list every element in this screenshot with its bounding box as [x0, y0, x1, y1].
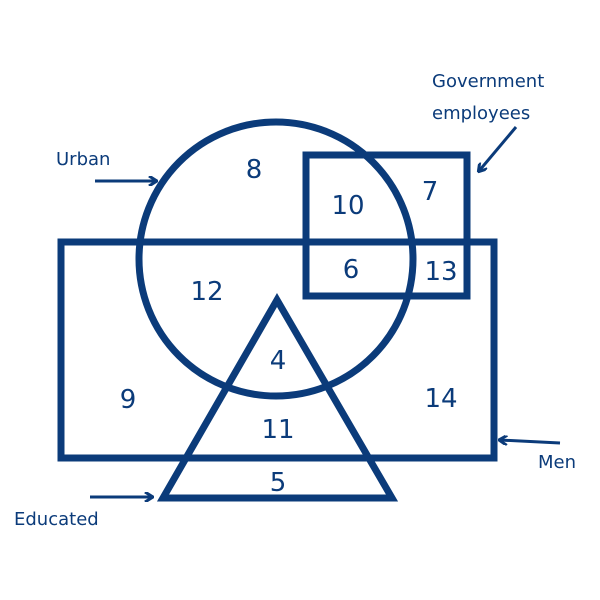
region-urban-only: 8 — [246, 155, 263, 185]
region-urban-men-educated: 4 — [270, 346, 287, 376]
government-label-line1: Government — [432, 71, 544, 92]
men-rectangle — [57, 238, 498, 462]
educated-label: Educated — [14, 509, 99, 530]
region-men-right: 14 — [424, 384, 457, 414]
urban-circle — [135, 118, 417, 400]
educated-triangle — [156, 293, 399, 502]
region-gov-only: 7 — [422, 177, 439, 207]
region-men-educated: 11 — [261, 415, 294, 445]
region-men-only: 9 — [120, 385, 137, 415]
region-educated-only: 5 — [270, 468, 287, 498]
government-rectangle — [302, 151, 471, 300]
urban-label: Urban — [56, 149, 110, 170]
region-urban-men: 12 — [190, 277, 223, 307]
government-arrow-icon — [479, 126, 518, 171]
men-arrow-icon — [500, 440, 561, 443]
region-urban-gov: 10 — [331, 191, 364, 221]
men-label: Men — [538, 452, 576, 473]
region-urban-gov-men: 6 — [343, 255, 360, 285]
region-gov-men: 13 — [424, 257, 457, 287]
government-label-line2: employees — [432, 103, 530, 124]
